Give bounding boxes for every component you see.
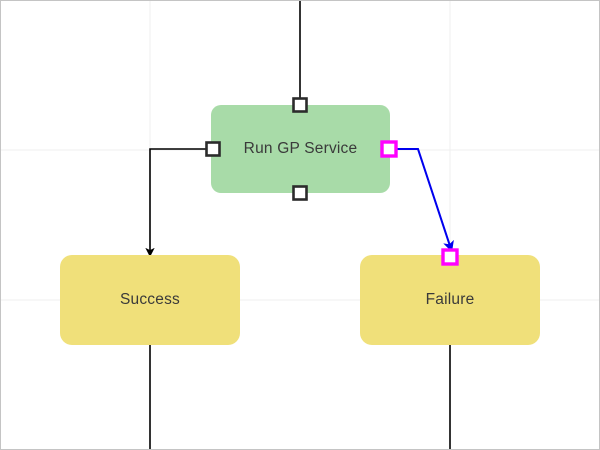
node-run-gp-service[interactable] bbox=[211, 105, 390, 193]
node-run-gp-service-port-right[interactable] bbox=[380, 140, 398, 158]
node-failure[interactable] bbox=[360, 255, 540, 345]
node-run-gp-service-port-left[interactable] bbox=[205, 141, 221, 157]
node-run-gp-service-port-bottom[interactable] bbox=[292, 185, 308, 201]
node-success[interactable] bbox=[60, 255, 240, 345]
handle-layer[interactable] bbox=[205, 97, 459, 266]
edge-edge-to-success[interactable] bbox=[145, 148, 208, 258]
edge-layer[interactable] bbox=[145, 0, 454, 450]
node-run-gp-service-port-top[interactable] bbox=[292, 97, 308, 113]
node-layer[interactable] bbox=[60, 105, 540, 345]
edge-edge-to-failure[interactable] bbox=[392, 148, 454, 253]
node-failure-port-top[interactable] bbox=[441, 248, 459, 266]
